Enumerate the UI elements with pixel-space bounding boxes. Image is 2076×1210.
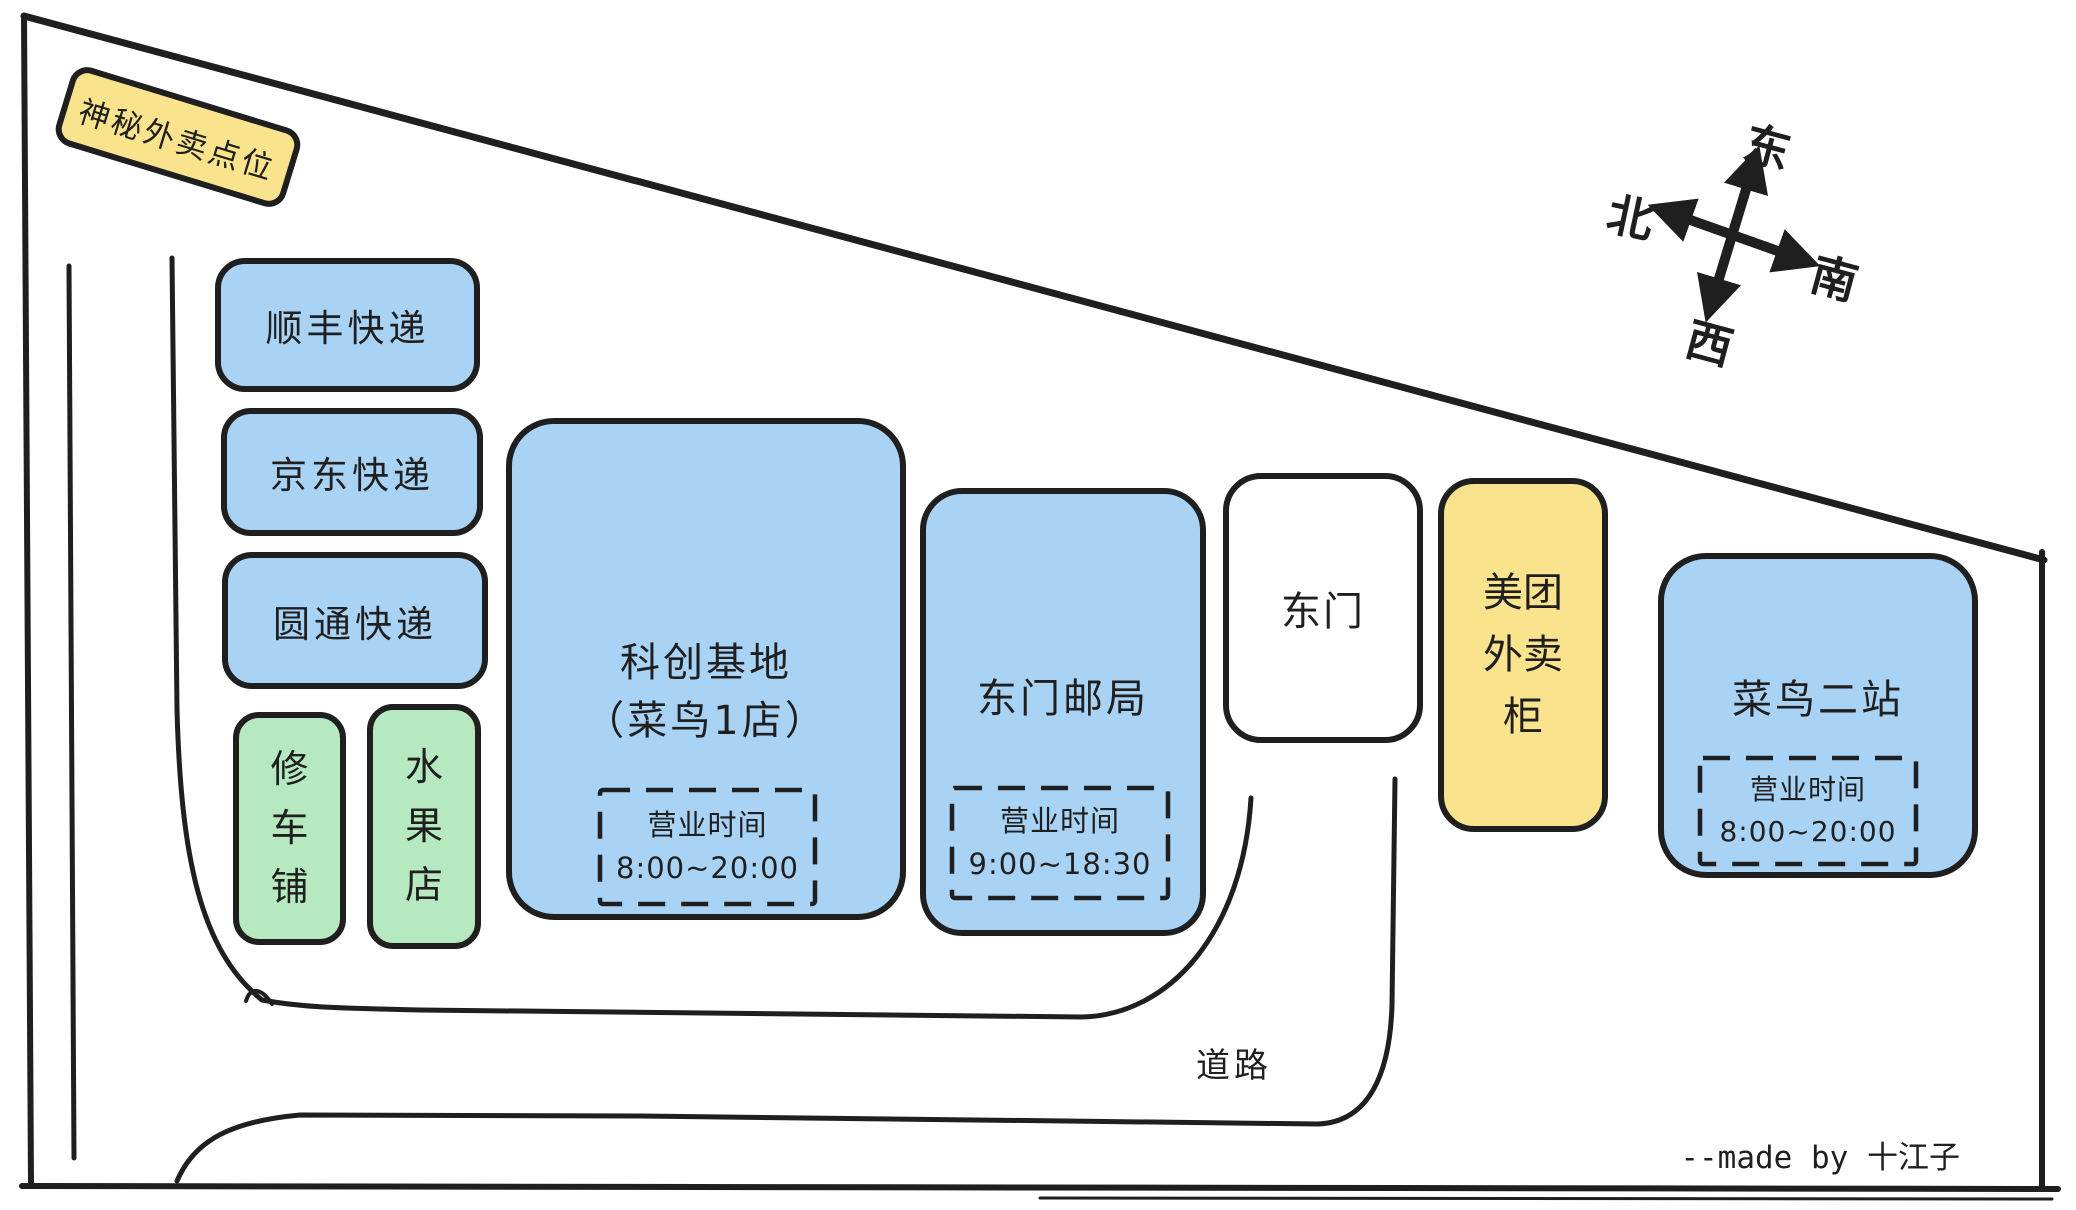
post-office-hours: 营业时间 9:00~18:30 [952, 788, 1168, 898]
tech-base-hours-title: 营业时间 [647, 807, 768, 842]
building-sf-express: 顺丰快递 [215, 258, 480, 392]
building-fruit-shop: 水果店 [367, 704, 481, 949]
road-lines [66, 255, 1398, 1184]
cainiao-station-2-hours-title: 营业时间 [1749, 773, 1866, 806]
campus-boundary [19, 12, 2061, 1201]
tech-base-hours: 营业时间 8:00~20:00 [600, 790, 815, 904]
meituan-locker-label: 美团外卖柜 [1483, 570, 1563, 740]
post-office-hours-value: 9:00~18:30 [968, 847, 1152, 881]
building-meituan-locker: 美团外卖柜 [1438, 478, 1608, 832]
cainiao-station-2-hours: 营业时间 8:00~20:00 [1700, 758, 1916, 864]
building-bike-repair-shop: 修车铺 [233, 712, 346, 945]
tech-base-hours-value: 8:00~20:00 [616, 851, 799, 885]
compass-rose [1647, 145, 1821, 323]
road-label: 道路 [1196, 1046, 1272, 1086]
cainiao-station-2-name: 菜鸟二站 [1732, 677, 1904, 723]
east-gate-label: 东门 [1281, 589, 1365, 635]
fruit-shop-label: 水果店 [404, 745, 443, 907]
post-office-hours-title: 营业时间 [999, 803, 1120, 838]
bike-repair-shop-label: 修车铺 [270, 747, 309, 909]
jd-express-label: 京东快递 [270, 454, 434, 497]
cainiao-station-2-hours-value: 8:00~20:00 [1719, 815, 1897, 848]
yto-express-label: 圆通快递 [273, 602, 437, 646]
sf-express-label: 顺丰快递 [265, 307, 430, 350]
tech-base-name-line2: （菜鸟1店） [584, 698, 828, 744]
building-yto-express: 圆通快递 [222, 552, 488, 689]
building-jd-express: 京东快递 [221, 408, 483, 536]
post-office-name: 东门邮局 [977, 676, 1149, 722]
building-east-gate: 东门 [1223, 473, 1423, 743]
tech-base-name-line1: 科创基地 [620, 640, 792, 686]
credit-line: --made by 十江子 [1680, 1140, 1960, 1176]
